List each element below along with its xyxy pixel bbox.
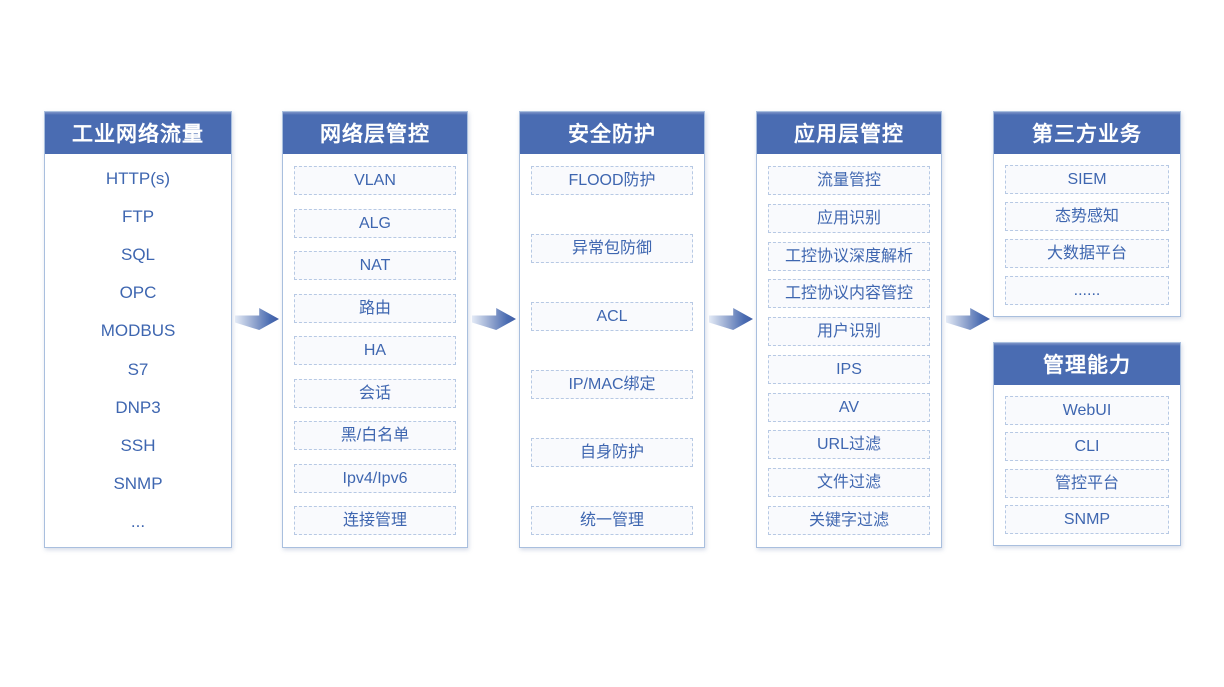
capability-item: 统一管理	[531, 506, 693, 535]
capability-item: FLOOD防护	[531, 166, 693, 195]
capability-item: 管控平台	[1005, 468, 1169, 498]
capability-item: 路由	[294, 293, 456, 323]
capability-item: SNMP	[1005, 504, 1169, 534]
column-body-industrial-network-traffic: HTTP(s) FTP SQL OPC MODBUS S7 DNP3 SSH S…	[45, 154, 231, 547]
column-industrial-network-traffic: 工业网络流量 HTTP(s) FTP SQL OPC MODBUS S7 DNP…	[44, 111, 232, 548]
capability-item: 用户识别	[768, 317, 930, 347]
column-body-third-party-services: SIEM 态势感知 大数据平台 ......	[994, 154, 1180, 316]
capability-item: SIEM	[1005, 165, 1169, 194]
capability-item: 关键字过滤	[768, 505, 930, 535]
capability-item: 工控协议内容管控	[768, 279, 930, 309]
capability-item: VLAN	[294, 166, 456, 195]
flow-arrow-right-icon	[472, 308, 516, 330]
capability-item: 态势感知	[1005, 202, 1169, 231]
protocol-item: S7	[127, 359, 149, 379]
flow-arrow-right-icon	[235, 308, 279, 330]
protocol-item: FTP	[121, 207, 155, 227]
capability-item: 大数据平台	[1005, 239, 1169, 268]
flow-arrow-right-icon	[946, 308, 990, 330]
protocol-item: MODBUS	[100, 321, 176, 341]
column-body-network-layer-control: VLAN ALG NAT 路由 HA 会话 黑/白名单 Ipv4/Ipv6 连接…	[283, 154, 467, 547]
column-network-layer-control: 网络层管控 VLAN ALG NAT 路由 HA 会话 黑/白名单 Ipv4/I…	[282, 111, 468, 548]
protocol-item: OPC	[119, 283, 157, 303]
capability-item: URL过滤	[768, 430, 930, 460]
column-header-application-layer-control: 应用层管控	[757, 112, 941, 154]
column-body-management-capability: WebUI CLI 管控平台 SNMP	[994, 385, 1180, 545]
protocol-item: HTTP(s)	[105, 169, 171, 189]
capability-item: AV	[768, 392, 930, 422]
column-header-security-protection: 安全防护	[520, 112, 704, 154]
capability-item: 文件过滤	[768, 468, 930, 498]
capability-item: 会话	[294, 378, 456, 408]
column-body-application-layer-control: 流量管控 应用识别 工控协议深度解析 工控协议内容管控 用户识别 IPS AV …	[757, 154, 941, 547]
column-header-network-layer-control: 网络层管控	[283, 112, 467, 154]
capability-item: CLI	[1005, 432, 1169, 462]
capability-item: Ipv4/Ipv6	[294, 463, 456, 493]
protocol-item-ellipsis: ...	[130, 511, 146, 531]
column-body-security-protection: FLOOD防护 异常包防御 ACL IP/MAC绑定 自身防护 统一管理	[520, 154, 704, 547]
column-header-management-capability: 管理能力	[994, 343, 1180, 385]
column-security-protection: 安全防护 FLOOD防护 异常包防御 ACL IP/MAC绑定 自身防护 统一管…	[519, 111, 705, 548]
capability-item: ALG	[294, 208, 456, 238]
capability-item-ellipsis: ......	[1005, 276, 1169, 305]
capability-item: IPS	[768, 354, 930, 384]
protocol-item: SSH	[120, 435, 156, 455]
capability-item: 异常包防御	[531, 234, 693, 263]
protocol-item: SNMP	[113, 473, 163, 493]
capability-item: WebUI	[1005, 396, 1169, 425]
flow-arrow-right-icon	[709, 308, 753, 330]
capability-item: 流量管控	[768, 166, 930, 195]
column-third-party-services: 第三方业务 SIEM 态势感知 大数据平台 ......	[993, 111, 1181, 317]
protocol-item: DNP3	[115, 397, 161, 417]
column-application-layer-control: 应用层管控 流量管控 应用识别 工控协议深度解析 工控协议内容管控 用户识别 I…	[756, 111, 942, 548]
capability-item: IP/MAC绑定	[531, 370, 693, 399]
capability-item: 黑/白名单	[294, 421, 456, 450]
capability-item: 自身防护	[531, 438, 693, 467]
column-header-third-party-services: 第三方业务	[994, 112, 1180, 154]
column-header-industrial-network-traffic: 工业网络流量	[45, 112, 231, 154]
capability-item: NAT	[294, 251, 456, 280]
capability-item: 连接管理	[294, 506, 456, 535]
capability-item: 工控协议深度解析	[768, 241, 930, 271]
protocol-item: SQL	[120, 245, 156, 265]
column-management-capability: 管理能力 WebUI CLI 管控平台 SNMP	[993, 342, 1181, 546]
capability-item: HA	[294, 336, 456, 365]
capability-item: 应用识别	[768, 203, 930, 233]
capability-item: ACL	[531, 302, 693, 331]
